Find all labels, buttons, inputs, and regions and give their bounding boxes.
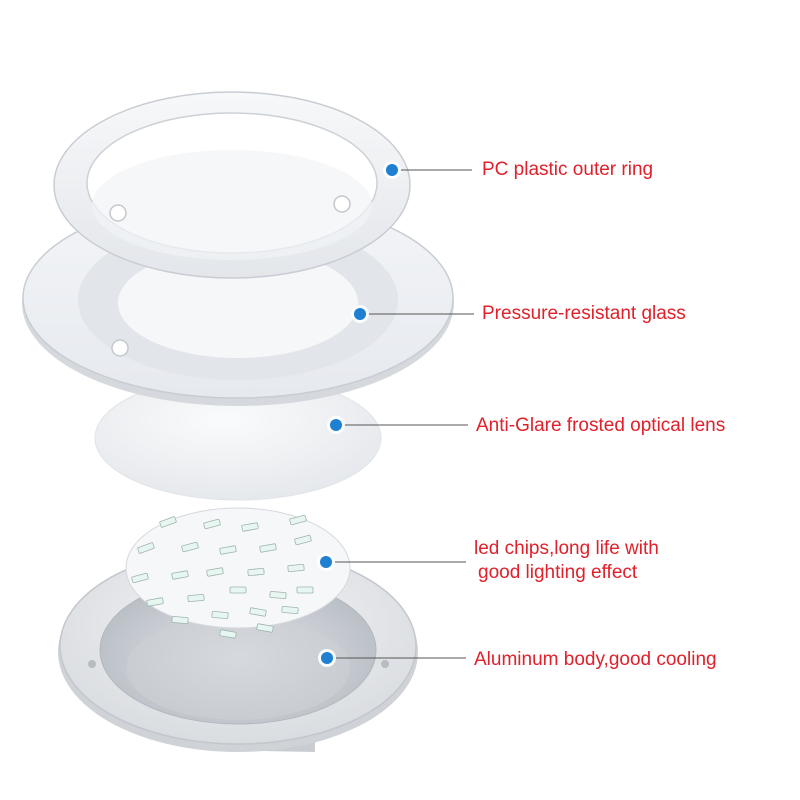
- label-line: Anti-Glare frosted optical lens: [476, 415, 726, 436]
- led-chip: [229, 586, 247, 594]
- label-lens: Anti-Glare frosted optical lens: [476, 414, 725, 438]
- led-chip: [171, 615, 189, 625]
- led-chip: [219, 545, 237, 555]
- label-line: PC plastic outer ring: [482, 159, 654, 180]
- label-glass: Pressure-resistant glass: [482, 302, 686, 326]
- led-chip: [206, 567, 224, 577]
- glass-clear-center: [118, 248, 358, 358]
- outer-ring: [53, 91, 411, 279]
- led-chip: [247, 567, 265, 577]
- led-chip: [249, 607, 267, 617]
- label-outer-ring: PC plastic outer ring: [482, 158, 653, 182]
- marker-dot-lens: [330, 419, 342, 431]
- led-chip: [256, 623, 274, 633]
- led-chip: [131, 572, 149, 584]
- label-line: good lighting effect: [478, 562, 638, 583]
- led-chip: [219, 629, 237, 639]
- led-chip: [187, 593, 205, 603]
- marker-dot-outer-ring: [386, 164, 398, 176]
- led-chip: [146, 597, 164, 607]
- label-body: Aluminum body,good cooling: [474, 648, 717, 672]
- body-cavity-floor: [126, 616, 350, 720]
- led-chip: [181, 541, 199, 553]
- led-chip: [287, 563, 305, 573]
- led-chip: [296, 586, 314, 594]
- ring-screw-hole-left: [109, 204, 127, 222]
- label-line: Aluminum body,good cooling: [474, 649, 717, 670]
- led-chip: [159, 516, 177, 528]
- led-chip: [211, 610, 229, 620]
- marker-dot-glass: [354, 308, 366, 320]
- led-chip: [259, 543, 277, 553]
- marker-dot-body: [321, 652, 333, 664]
- led-board-disc: [125, 507, 351, 629]
- label-line: Pressure-resistant glass: [482, 303, 686, 324]
- led-chip: [281, 605, 299, 615]
- label-line: led chips,long life with: [474, 538, 659, 559]
- label-led-board: led chips,long life with good lighting e…: [474, 537, 659, 585]
- ring-hole-glass-view: [92, 150, 372, 260]
- led-chip: [137, 542, 155, 554]
- glass-screw-hole-left: [111, 339, 129, 357]
- led-chip: [289, 514, 307, 526]
- body-screw-hole-right: [381, 660, 389, 668]
- ring-screw-hole-right: [333, 195, 351, 213]
- body-screw-hole-left: [88, 660, 96, 668]
- led-chips: [131, 514, 314, 639]
- led-chip: [171, 570, 189, 580]
- marker-dot-led-board: [320, 556, 332, 568]
- led-chip: [203, 518, 221, 530]
- led-chip: [241, 522, 259, 532]
- led-chip: [269, 590, 287, 600]
- led-board: [125, 507, 351, 639]
- callout-leaders: [317, 161, 474, 667]
- led-chip: [294, 534, 312, 546]
